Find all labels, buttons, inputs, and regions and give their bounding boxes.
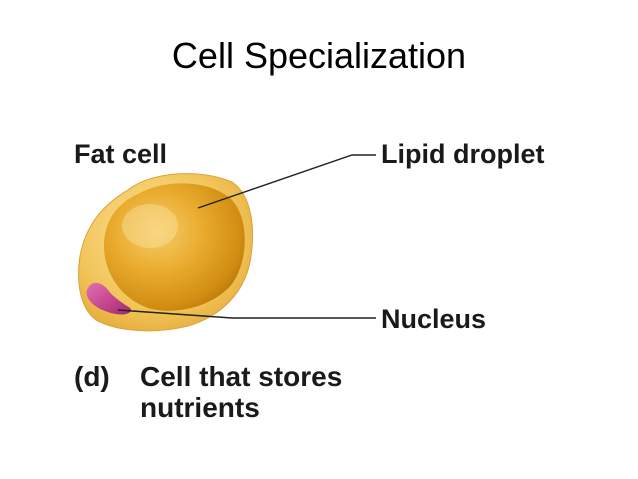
- droplet-highlight: [122, 204, 178, 248]
- nucleus-shape: [86, 282, 132, 315]
- fat-cell-label: Fat cell: [74, 139, 168, 169]
- nucleus-label: Nucleus: [381, 304, 487, 334]
- slide-title: Cell Specialization: [171, 35, 467, 76]
- caption-line-1: Cell that stores: [140, 361, 343, 392]
- caption-letter: (d): [74, 361, 110, 392]
- lipid-droplet-label: Lipid droplet: [381, 139, 545, 169]
- lipid-droplet-shape: [104, 183, 245, 311]
- caption-line-2: nutrients: [140, 391, 260, 423]
- lipid-droplet-leader-line: [197, 154, 376, 209]
- diagram-caption: (d) Cell that stores nutrients: [74, 361, 343, 424]
- nucleus-leader-line: [117, 309, 376, 319]
